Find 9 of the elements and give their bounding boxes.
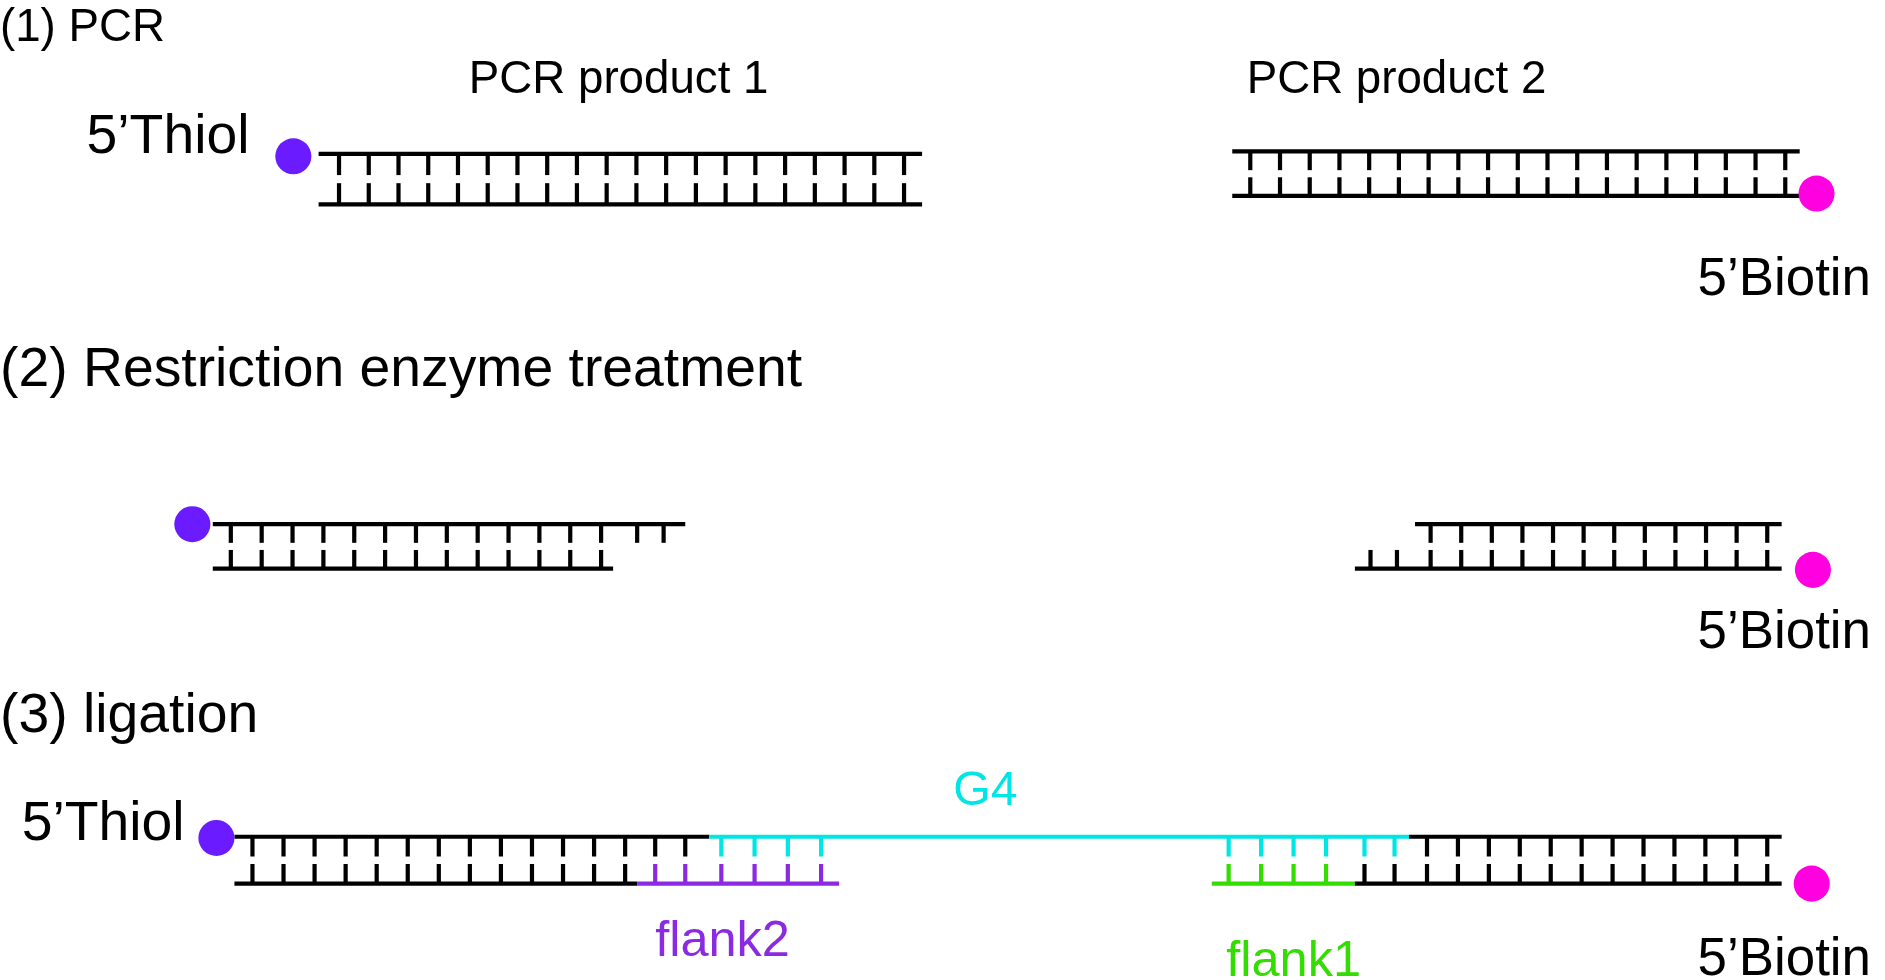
end-label: 5’Thiol [86, 105, 250, 162]
end-label: 5’Biotin [1697, 930, 1871, 980]
end-label: 5’Thiol [21, 793, 185, 849]
region-label: flank2 [655, 913, 790, 965]
step-heading: (1) PCR [0, 2, 165, 49]
end-label: 5’Biotin [1697, 603, 1871, 657]
region-label: G4 [953, 764, 1018, 813]
region-label: flank1 [1226, 934, 1361, 980]
end-label: 5’Biotin [1697, 250, 1871, 303]
